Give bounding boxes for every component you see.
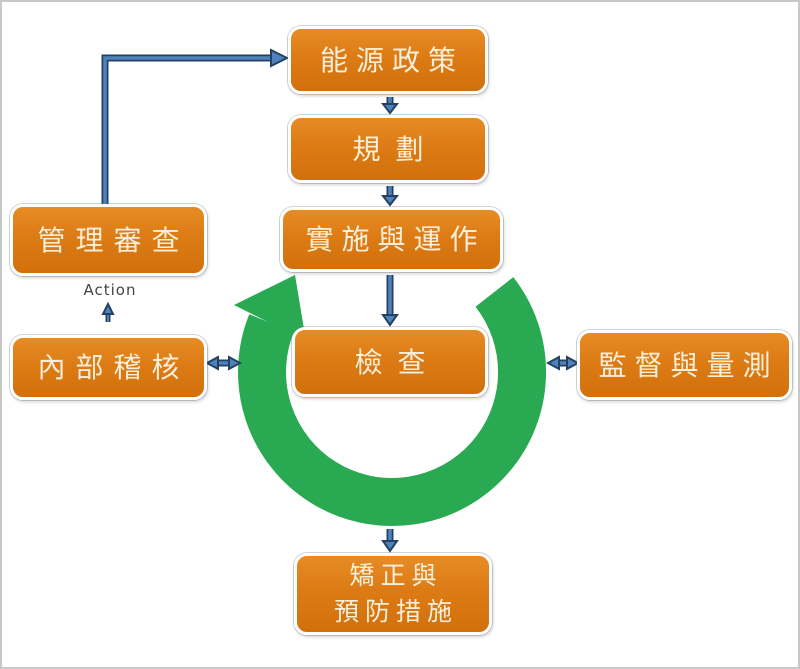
connector-check-monitoring-double-arrow	[545, 355, 581, 371]
node-check: 檢查	[292, 327, 488, 397]
node-implementation: 實施與運作	[280, 207, 503, 272]
node-planning: 規劃	[288, 115, 488, 183]
node-label-line1: 矯正與	[349, 560, 443, 590]
cycle-arrow	[229, 270, 551, 531]
action-label: Action	[83, 281, 137, 299]
node-label: 內部稽核	[37, 351, 190, 384]
connector-management-review-to-energy-policy	[101, 48, 290, 205]
node-internal-audit: 內部稽核	[10, 335, 207, 400]
node-label: 規劃	[352, 132, 439, 166]
node-corrective-preventive: 矯正與 預防措施	[294, 553, 492, 635]
node-label: 能源政策	[319, 43, 464, 77]
node-label: 管理審查	[37, 223, 190, 257]
node-label: 監督與量測	[598, 348, 779, 382]
node-energy-policy: 能源政策	[288, 26, 488, 94]
connector-planning-to-implementation	[380, 186, 400, 207]
node-label: 實施與運作	[305, 223, 486, 256]
node-label-line2: 預防措施	[333, 597, 458, 626]
node-monitoring-measurement: 監督與量測	[577, 330, 792, 400]
connector-cycle-to-corrective	[381, 529, 399, 553]
connector-energy-policy-to-planning	[380, 97, 400, 115]
connector-internal-audit-to-management-review	[101, 301, 115, 322]
node-label: 檢查	[354, 345, 441, 379]
node-management-review: 管理審查	[10, 204, 207, 276]
connector-internal-audit-check-double-arrow	[204, 355, 243, 371]
connector-implementation-to-check	[381, 275, 399, 327]
